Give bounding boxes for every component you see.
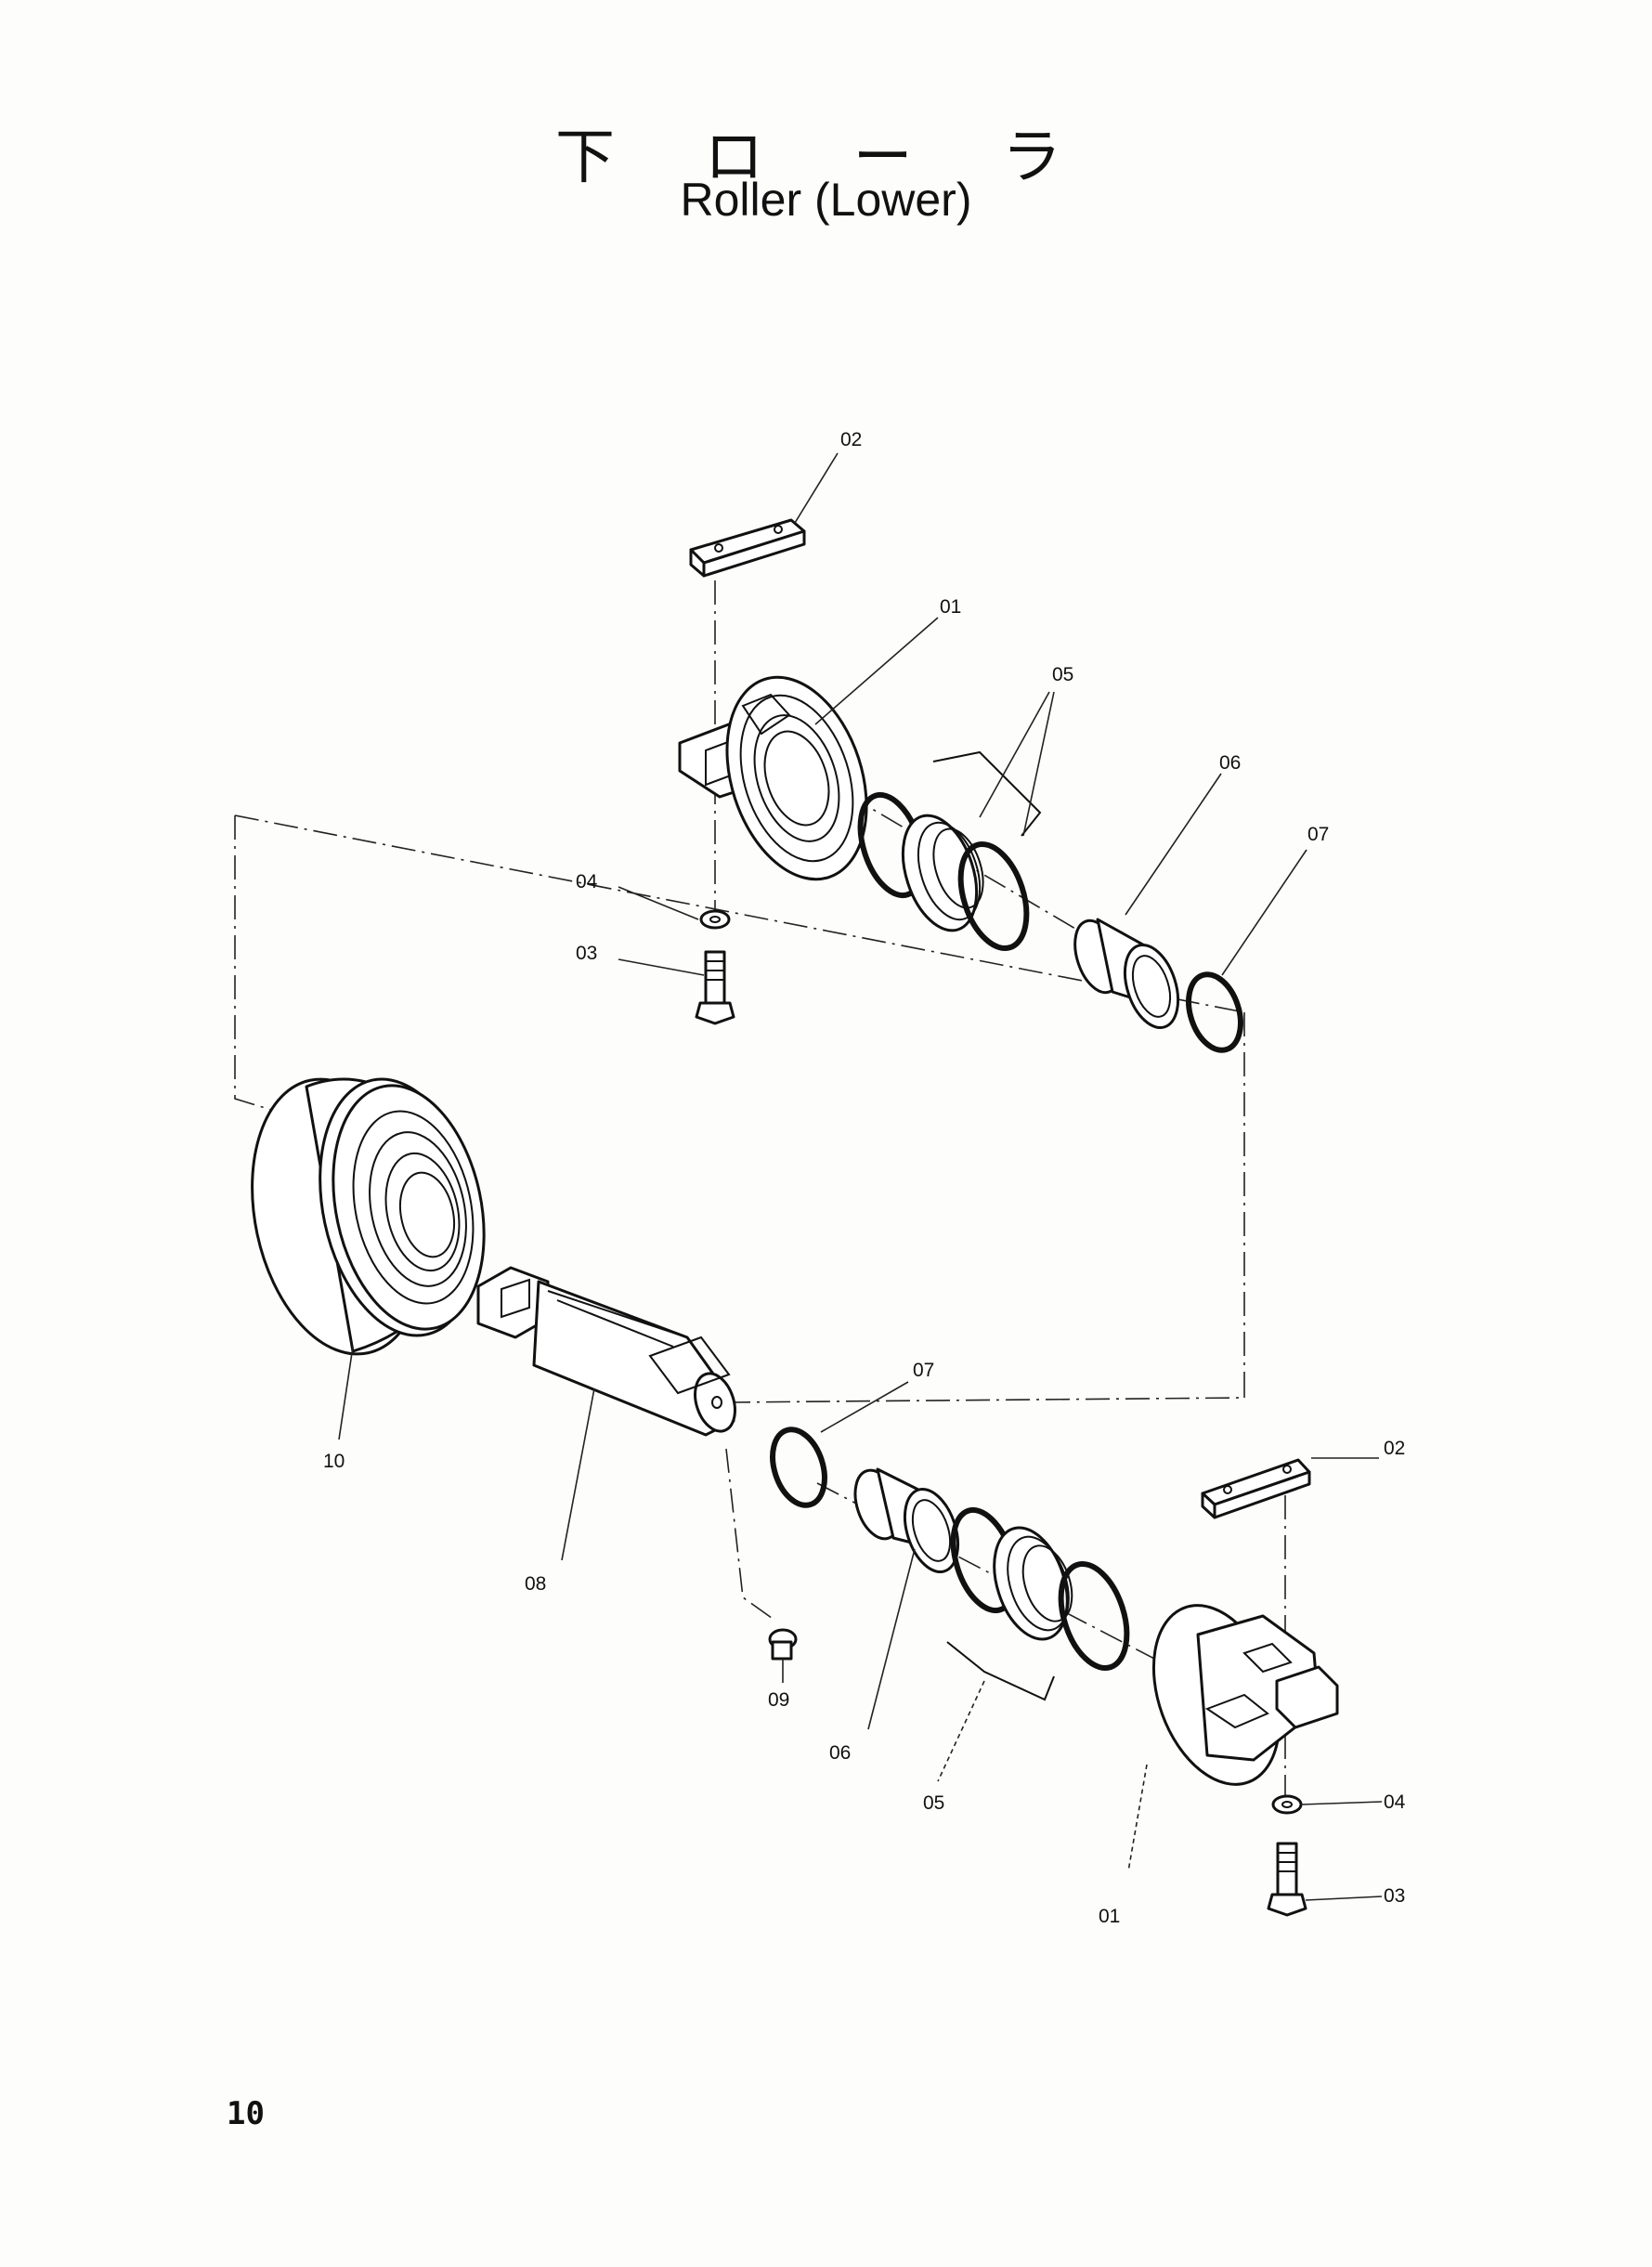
bushing-top	[1073, 918, 1180, 1029]
bolt-bottom	[1267, 1842, 1307, 1917]
callout-02-top: 02	[840, 429, 862, 450]
callout-07-top: 07	[1307, 824, 1329, 845]
callout-03-bottom: 03	[1384, 1885, 1405, 1907]
page-number: 10	[227, 2095, 265, 2132]
washer-bottom	[1271, 1794, 1303, 1815]
callout-05-top: 05	[1052, 664, 1073, 685]
callout-05-bottom: 05	[923, 1792, 944, 1814]
shaft	[476, 1266, 736, 1437]
callout-09-plug: 09	[768, 1689, 789, 1711]
callout-02-bottom: 02	[1384, 1438, 1405, 1459]
plug	[768, 1628, 798, 1661]
callout-08-shaft: 08	[525, 1573, 546, 1595]
floating-seal-top	[857, 750, 1042, 952]
o-ring-top	[1186, 971, 1243, 1053]
callout-10-roller: 10	[323, 1451, 345, 1472]
bolt-top	[695, 950, 735, 1025]
lock-plate-top	[689, 518, 806, 578]
roller-body	[251, 1077, 486, 1356]
callout-01-bottom: 01	[1099, 1906, 1120, 1927]
callout-06-top: 06	[1219, 752, 1241, 774]
lock-plate-bottom	[1201, 1458, 1311, 1519]
collar-top	[678, 675, 868, 881]
callout-03-top: 03	[576, 943, 597, 964]
callout-labels: 02 01 05 06 07 04 03 10 08 07 02 09 06 0…	[323, 429, 1406, 1927]
leader-lines	[338, 452, 1383, 1901]
bushing-bottom	[853, 1467, 960, 1573]
page-title-english: Roller (Lower)	[680, 174, 972, 226]
collar-bottom	[1151, 1604, 1339, 1786]
callout-07-bottom: 07	[913, 1360, 934, 1381]
callout-04-bottom: 04	[1384, 1791, 1406, 1813]
callout-04-top: 04	[576, 871, 598, 892]
o-ring-bottom	[770, 1427, 827, 1508]
callout-01-top: 01	[940, 596, 961, 618]
callout-06-bottom: 06	[829, 1742, 851, 1764]
washer-top	[699, 909, 731, 930]
page-title-japanese: 下 ロ ー ラ	[554, 124, 1098, 192]
floating-seal-bottom	[946, 1506, 1130, 1701]
